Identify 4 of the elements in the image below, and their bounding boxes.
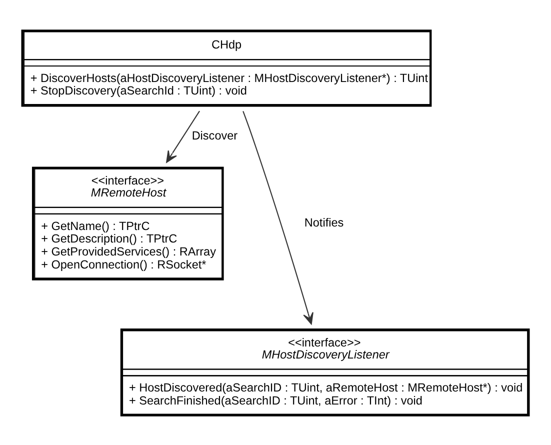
edge-label: Discover <box>192 129 238 142</box>
arrow <box>242 110 314 324</box>
edge-label: Notifies <box>304 216 344 230</box>
arrow <box>166 110 200 162</box>
